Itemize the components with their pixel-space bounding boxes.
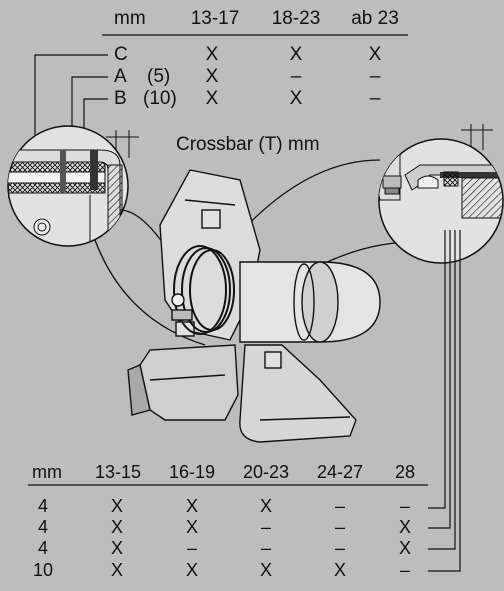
bottom-cell: X: [185, 496, 198, 516]
bottom-cell: X: [333, 560, 346, 580]
bottom-header-col: 16-19: [168, 462, 216, 482]
top-row-sub: (5): [147, 66, 171, 87]
bottom-cell: X: [259, 496, 272, 516]
bottom-row-mm: 4: [37, 538, 48, 558]
bottom-cell: X: [110, 538, 123, 558]
bottom-row-mm: 10: [32, 560, 54, 580]
bottom-cell: –: [260, 517, 271, 537]
top-cell: X: [289, 44, 303, 65]
bottom-row-mm: 4: [37, 517, 48, 537]
bottom-cell: X: [185, 517, 198, 537]
top-cell: X: [205, 66, 219, 87]
bottom-cell: –: [334, 496, 345, 516]
top-cell: X: [289, 88, 303, 109]
bottom-header-col: 28: [394, 462, 416, 482]
bottom-header-col: 20-23: [242, 462, 290, 482]
top-row-label: C: [114, 44, 128, 65]
bottom-cell: –: [334, 517, 345, 537]
bottom-cell: –: [186, 538, 197, 558]
top-header-col2: 18-23: [271, 8, 321, 29]
top-cell: X: [205, 88, 219, 109]
top-cell: –: [290, 66, 302, 87]
top-row-label: B: [114, 88, 127, 109]
mount-assembly: [127, 169, 381, 443]
bottom-cell: –: [260, 538, 271, 558]
top-row-label: A: [114, 66, 127, 87]
bottom-cell: –: [334, 538, 345, 558]
top-cell: –: [369, 88, 381, 109]
top-header-mm: mm: [114, 8, 146, 29]
bottom-cell: X: [110, 496, 123, 516]
bottom-cell: –: [399, 496, 410, 516]
top-header-col3: ab 23: [351, 8, 399, 29]
bottom-cell: X: [185, 560, 198, 580]
bottom-cell: X: [398, 517, 411, 537]
left-detail-circle: [7, 125, 129, 247]
bottom-cell: –: [399, 560, 410, 580]
bottom-header-col: 13-15: [94, 462, 142, 482]
crossbar-label: Crossbar (T) mm: [176, 134, 320, 155]
bottom-cell: X: [398, 538, 411, 558]
bottom-header-col: 24-27: [316, 462, 364, 482]
top-cell: –: [369, 66, 381, 87]
top-row-sub: (10): [143, 88, 177, 109]
top-header-col1: 13-17: [190, 8, 240, 29]
top-cell: X: [368, 44, 382, 65]
bottom-row-mm: 4: [37, 496, 48, 516]
crossbar-dimension-right: [461, 124, 493, 150]
bottom-cell: X: [259, 560, 272, 580]
right-detail-circle: [378, 138, 504, 264]
bottom-cell: X: [110, 560, 123, 580]
bottom-header-mm: mm: [32, 462, 62, 482]
bottom-leader-lines: [428, 230, 461, 572]
bottom-cell: X: [110, 517, 123, 537]
top-cell: X: [205, 44, 219, 65]
